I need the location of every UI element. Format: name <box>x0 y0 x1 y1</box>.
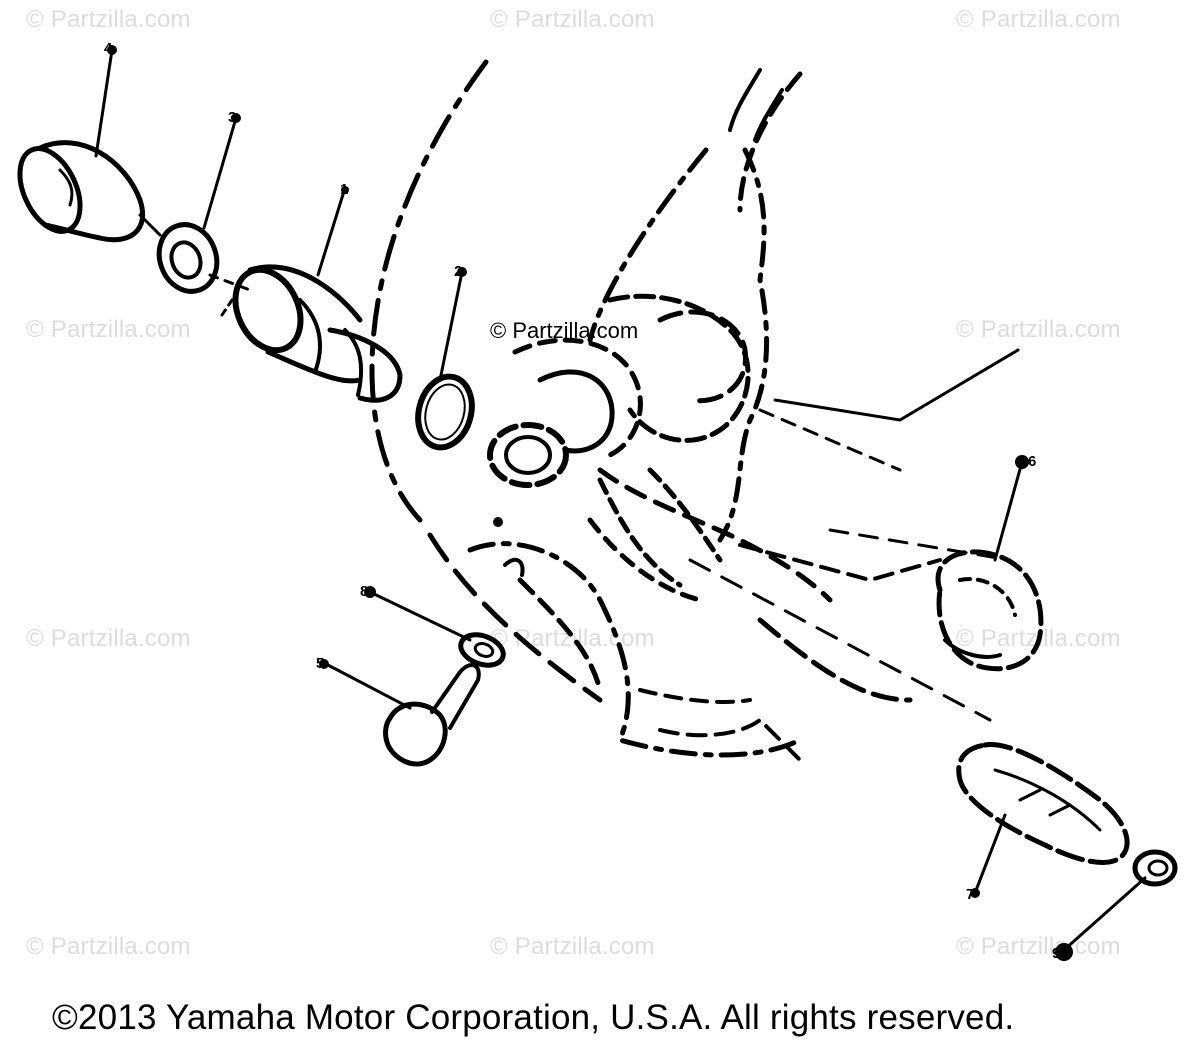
callout-number: 7 <box>966 886 974 903</box>
callout-number: 1 <box>340 181 348 198</box>
watermark: © Partzilla.com <box>956 6 1121 33</box>
watermark: © Partzilla.com <box>956 316 1121 343</box>
callout-number: 3 <box>228 109 236 126</box>
watermark: © Partzilla.com <box>490 6 655 33</box>
watermark: © Partzilla.com <box>26 316 191 343</box>
watermark: © Partzilla.com <box>26 625 191 652</box>
callout-number: 6 <box>1028 453 1036 470</box>
callout-number: 5 <box>316 655 324 672</box>
watermark: © Partzilla.com <box>490 933 655 960</box>
watermark: © Partzilla.com <box>26 933 191 960</box>
copyright-notice: ©2013 Yamaha Motor Corporation, U.S.A. A… <box>52 998 1015 1037</box>
watermark: © Partzilla.com <box>26 6 191 33</box>
callout-number: 8 <box>360 583 368 600</box>
callout-number: 9 <box>1052 945 1060 962</box>
center-watermark: © Partzilla.com <box>490 318 639 343</box>
watermark: © Partzilla.com <box>956 933 1121 960</box>
callout-number: 4 <box>104 40 113 57</box>
callout-number: 2 <box>454 263 462 280</box>
